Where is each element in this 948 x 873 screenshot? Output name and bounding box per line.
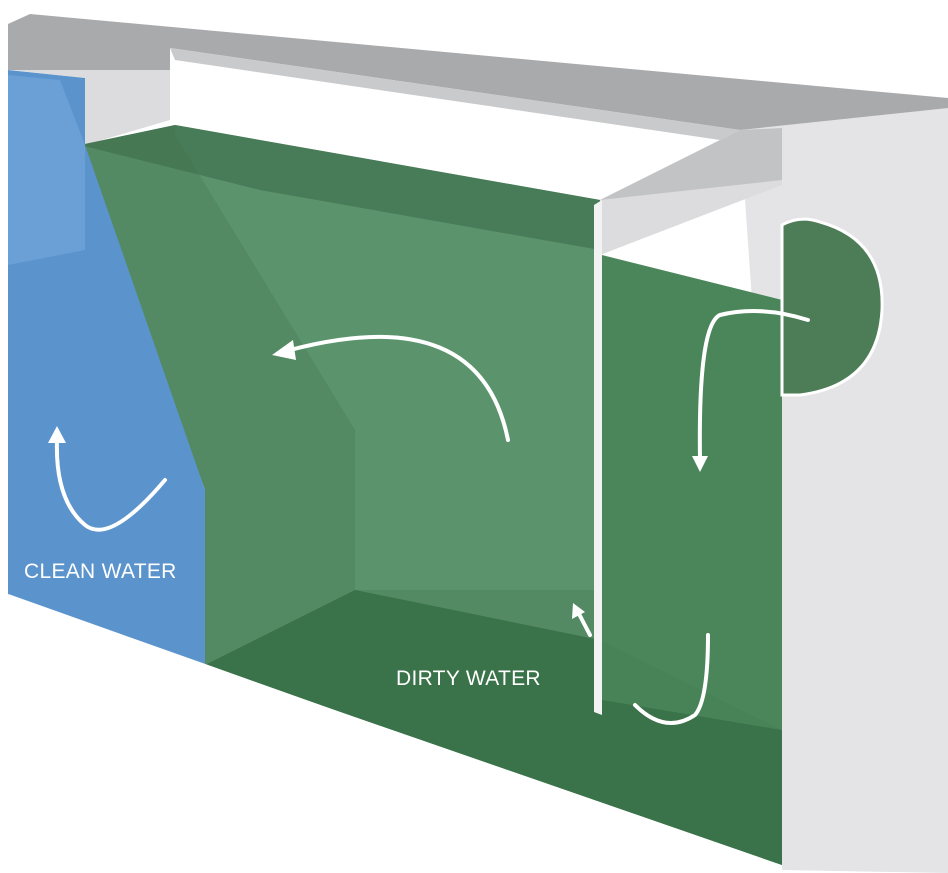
dirty-water-back-wall xyxy=(175,125,600,590)
baffle-wall xyxy=(594,200,602,715)
arrow-heads xyxy=(48,340,708,619)
tank-top-rim xyxy=(8,14,948,130)
arrowhead-left-icon xyxy=(272,340,296,360)
outlet-chamber xyxy=(602,255,782,730)
arrowhead-up-icon xyxy=(48,426,66,443)
arrowhead-small-icon xyxy=(572,603,585,619)
tank-rim-inner xyxy=(170,48,740,140)
arrow-clean-up xyxy=(54,438,167,532)
dirty-water-top-band xyxy=(80,125,600,250)
arrow-small-up xyxy=(576,610,592,637)
clean-water-highlight xyxy=(8,75,85,265)
dirty-water-label: DIRTY WATER xyxy=(396,667,541,690)
clean-water-label: CLEAN WATER xyxy=(24,560,177,583)
inlet-block xyxy=(10,70,170,145)
arrow-dirty-curve xyxy=(288,334,510,442)
arrow-bottom-u xyxy=(633,633,710,725)
outlet-pipe xyxy=(780,217,884,397)
arrow-outlet-down xyxy=(697,309,810,462)
flow-arrows xyxy=(54,309,810,725)
baffle-top-face xyxy=(600,128,782,200)
arrowhead-down-icon xyxy=(692,456,708,472)
tank-edge xyxy=(7,594,783,871)
